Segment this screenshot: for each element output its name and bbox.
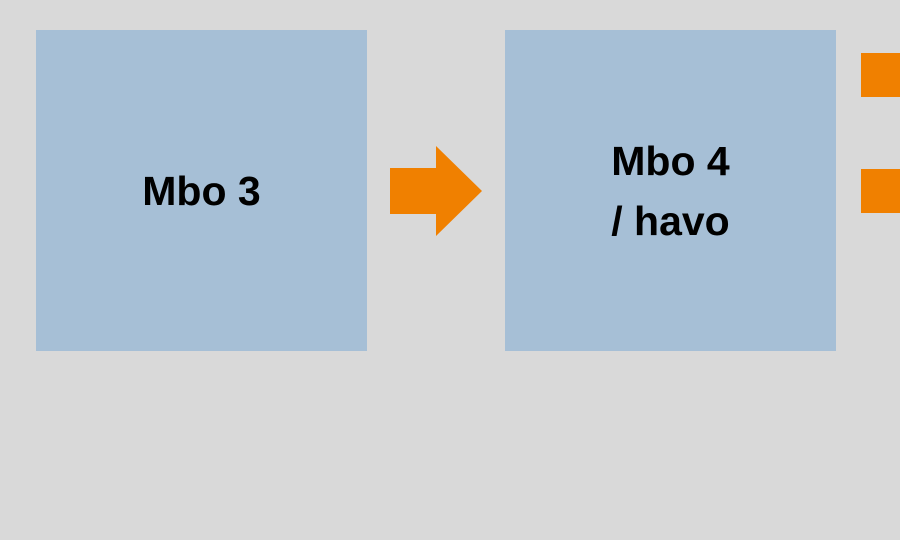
arrow-stub-bottom xyxy=(861,169,900,213)
node-mbo-4-havo: Mbo 4 / havo xyxy=(505,30,836,351)
arrow-right-icon xyxy=(390,146,482,236)
node-mbo-4-havo-label: Mbo 4 / havo xyxy=(611,137,730,244)
node-mbo-3-label: Mbo 3 xyxy=(142,167,261,214)
arrow-stub-top xyxy=(861,53,900,97)
node-mbo-3: Mbo 3 xyxy=(36,30,367,351)
arrow-right-shape xyxy=(390,146,482,236)
